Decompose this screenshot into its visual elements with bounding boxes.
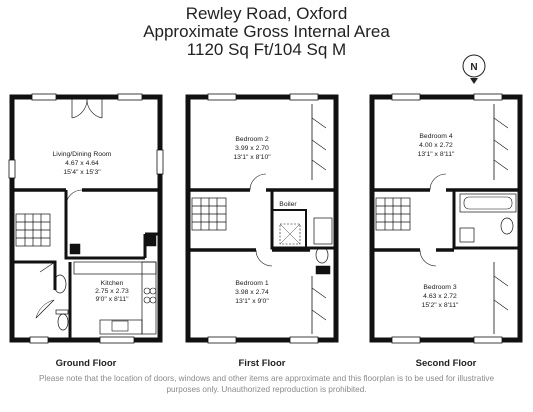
kitchen-metric: 2.75 x 2.73 bbox=[95, 288, 129, 295]
ground-floor-label: Ground Floor bbox=[55, 358, 117, 369]
bedroom1-imperial: 13'1" x 9'0" bbox=[235, 298, 269, 305]
kitchen-name: Kitchen bbox=[101, 280, 124, 287]
north-compass-icon: N bbox=[462, 54, 486, 84]
ground-floor-plan bbox=[8, 93, 164, 344]
bedroom2-name: Bedroom 2 bbox=[235, 136, 268, 143]
bedroom4-name: Bedroom 4 bbox=[419, 133, 452, 140]
area-value: 1120 Sq Ft/104 Sq M bbox=[186, 40, 347, 59]
second-floor-plan bbox=[369, 93, 523, 344]
disclaimer-line-1: Please note that the location of doors, … bbox=[38, 374, 495, 383]
disclaimer: Please note that the location of doors, … bbox=[8, 373, 525, 395]
bedroom2-metric: 3.99 x 2.70 bbox=[235, 145, 269, 152]
living-room-name: Living/Dining Room bbox=[53, 151, 112, 158]
bedroom1-metric: 3.98 x 2.74 bbox=[235, 289, 269, 296]
second-floor-label: Second Floor bbox=[415, 358, 477, 369]
bedroom3-name: Bedroom 3 bbox=[423, 284, 456, 291]
bedroom3-imperial: 15'2" x 8'11" bbox=[422, 302, 459, 309]
area-title: Approximate Gross Internal Area bbox=[143, 22, 390, 41]
disclaimer-line-2: purposes only. Unauthorized reproduction… bbox=[166, 385, 367, 394]
compass-label: N bbox=[470, 62, 477, 73]
bedroom4-imperial: 13'1" x 8'11" bbox=[418, 151, 455, 158]
bedroom4-metric: 4.00 x 2.72 bbox=[419, 142, 453, 149]
living-room-metric: 4.67 x 4.64 bbox=[65, 160, 99, 167]
living-room-imperial: 15'4" x 15'3" bbox=[63, 169, 101, 176]
kitchen-imperial: 9'0" x 8'11" bbox=[96, 296, 130, 303]
bedroom1-name: Bedroom 1 bbox=[235, 280, 268, 287]
bedroom3-metric: 4.63 x 2.72 bbox=[423, 293, 457, 300]
first-floor-plan bbox=[185, 93, 339, 344]
first-floor-label: First Floor bbox=[238, 358, 286, 369]
boiler-label: Boiler bbox=[279, 201, 297, 208]
bedroom2-imperial: 13'1" x 8'10" bbox=[233, 154, 271, 161]
address-title: Rewley Road, Oxford bbox=[185, 4, 348, 23]
